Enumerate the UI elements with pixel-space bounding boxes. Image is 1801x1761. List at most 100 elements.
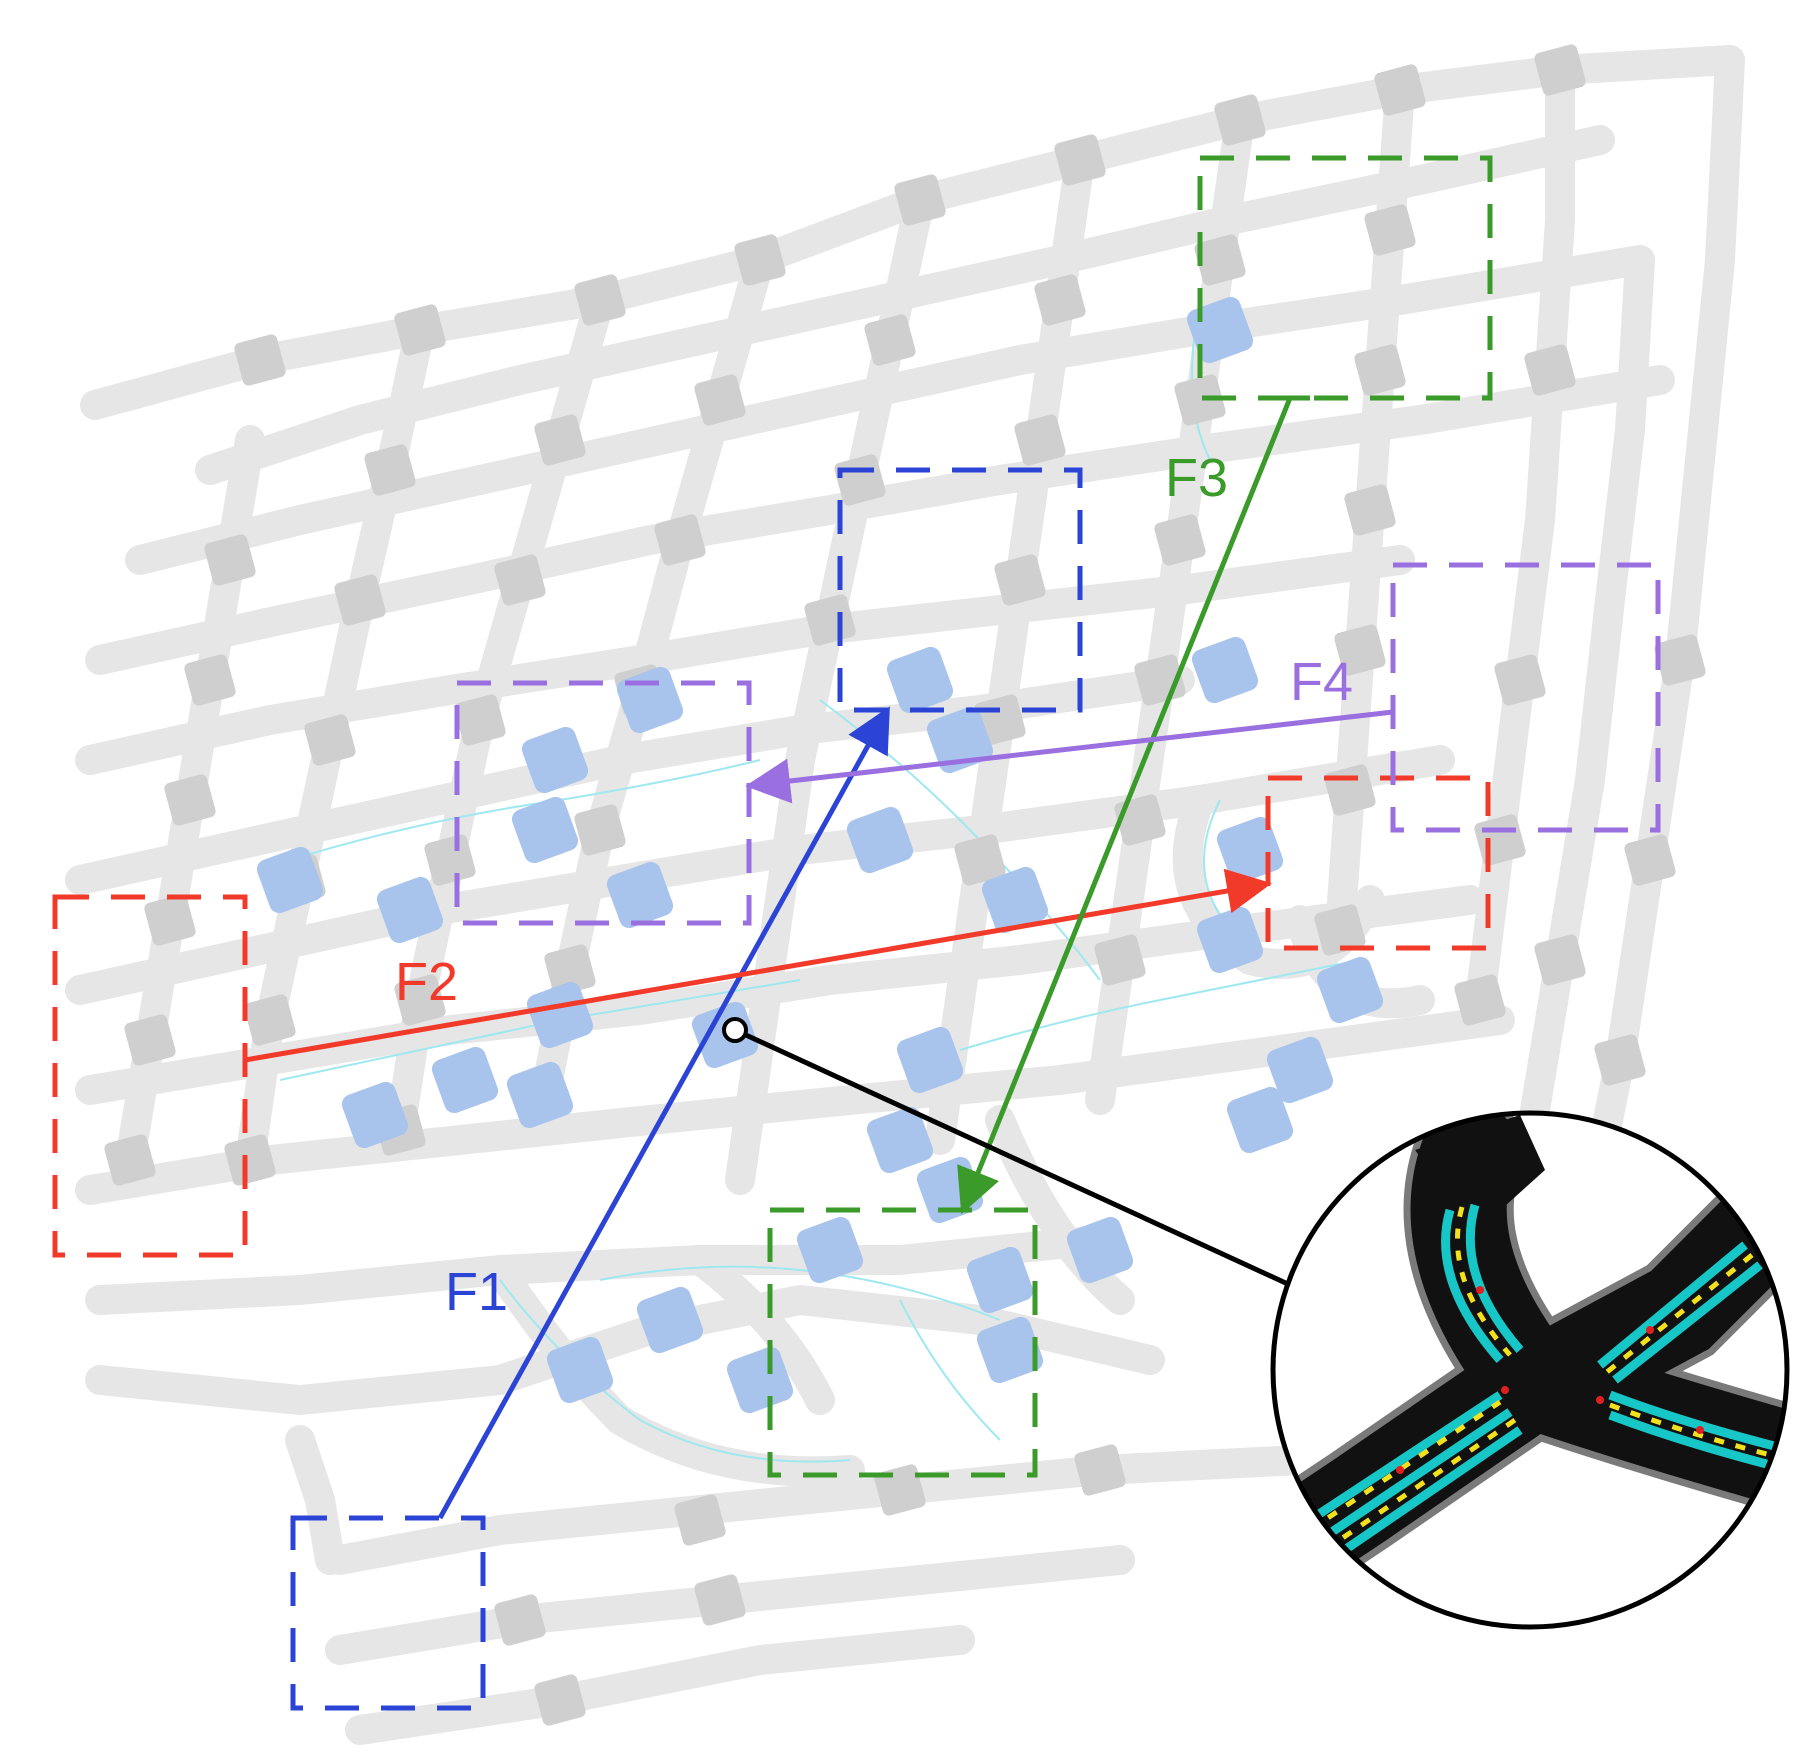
highlighted-intersection [896, 1026, 964, 1094]
highlighted-intersection [341, 1081, 409, 1149]
highlighted-intersection [866, 1106, 934, 1174]
highlighted-intersection [526, 981, 594, 1049]
highlighted-intersection [521, 726, 589, 794]
road-segment [85, 1225, 1115, 1315]
f3-destination-box [767, 1207, 1038, 1478]
intersection [1214, 94, 1266, 146]
highlighted-intersection [1066, 1216, 1134, 1284]
highlighted-intersection [606, 861, 674, 929]
road-segment [685, 1245, 835, 1415]
highlighted-intersection [1316, 956, 1384, 1024]
intersection [234, 334, 286, 386]
highlighted-intersection [511, 796, 579, 864]
intersection [894, 174, 946, 226]
f2-arrow [244, 868, 1272, 1063]
region-boxes [52, 155, 1661, 1711]
road-segment [125, 245, 1655, 575]
f2-destination-box [1265, 775, 1491, 951]
magnifier-circle-icon [1270, 1110, 1790, 1630]
intersection [304, 714, 356, 766]
f3-origin-box [1197, 155, 1493, 401]
intersection [144, 894, 196, 946]
intersection [1594, 1034, 1646, 1086]
highlighted-intersection [1186, 296, 1254, 364]
intersection [734, 234, 786, 286]
intersection [334, 574, 386, 626]
highlighted-intersection [796, 1216, 864, 1284]
intersection [164, 774, 216, 826]
lane-line [899, 1299, 1001, 1441]
intersection [184, 654, 236, 706]
highlighted-intersection [376, 876, 444, 944]
highlighted-intersection [1266, 1036, 1334, 1104]
highlighted-intersection [506, 1061, 574, 1129]
callout-connector [733, 1027, 1292, 1288]
intersection [1654, 634, 1706, 686]
intersection [534, 414, 586, 466]
intersection [1474, 814, 1526, 866]
f4-arrow [745, 709, 1394, 804]
road-segment [345, 1625, 975, 1745]
intersection [1624, 834, 1676, 886]
intersection [1014, 414, 1066, 466]
intersection [1054, 134, 1106, 186]
intersection [674, 1494, 726, 1546]
flow-arrows [244, 395, 1394, 1520]
f3-arrow [957, 397, 1293, 1215]
highlighted-intersection [1191, 636, 1259, 704]
f1-origin-box [290, 1515, 486, 1711]
intersection [1454, 974, 1506, 1026]
intersection [994, 554, 1046, 606]
f1-arrow [437, 706, 890, 1520]
intersection [574, 274, 626, 326]
intersection [244, 994, 296, 1046]
intersection [834, 454, 886, 506]
intersection [1534, 934, 1586, 986]
intersection [654, 514, 706, 566]
highlighted-intersection [546, 1336, 614, 1404]
highlighted-intersection [886, 646, 954, 714]
intersection [874, 1464, 926, 1516]
road-segment [75, 545, 1415, 775]
road-segment [485, 1255, 865, 1487]
intersection [1534, 44, 1586, 96]
road-segment [325, 1445, 1315, 1575]
highlighted-intersection [1196, 906, 1264, 974]
highlighted-intersection [916, 1156, 984, 1224]
f4-origin-box [1390, 562, 1661, 833]
highlighted-intersection [431, 1046, 499, 1114]
f2-label: F2 [395, 952, 458, 1012]
intersection [1354, 344, 1406, 396]
intersection [1494, 654, 1546, 706]
highlighted-intersection [1216, 816, 1284, 884]
road-segment [1515, 245, 1655, 1155]
intersection [954, 834, 1006, 886]
intersection [494, 554, 546, 606]
intersection [574, 804, 626, 856]
highlighted-intersection [976, 1316, 1044, 1384]
highlighted-intersection [256, 846, 324, 914]
intersection [1074, 1444, 1126, 1496]
intersection [1524, 344, 1576, 396]
intersection [394, 974, 446, 1026]
intersection [1314, 904, 1366, 956]
intersection [104, 1134, 156, 1186]
intersection [694, 374, 746, 426]
lane-line [959, 959, 1361, 1051]
intersection [694, 1574, 746, 1626]
intersection [1334, 624, 1386, 676]
callout-anchor-dot [722, 1017, 748, 1043]
intersection [394, 304, 446, 356]
intersection [364, 444, 416, 496]
intersection [544, 944, 596, 996]
highlighted-intersection [981, 866, 1049, 934]
lane-line [499, 1279, 851, 1463]
lane-line [599, 1265, 1001, 1321]
intersection [534, 1674, 586, 1726]
intersection [494, 1594, 546, 1646]
intersection [974, 694, 1026, 746]
intersection [1094, 934, 1146, 986]
road-segment [985, 1105, 1135, 1315]
intersection [864, 314, 916, 366]
